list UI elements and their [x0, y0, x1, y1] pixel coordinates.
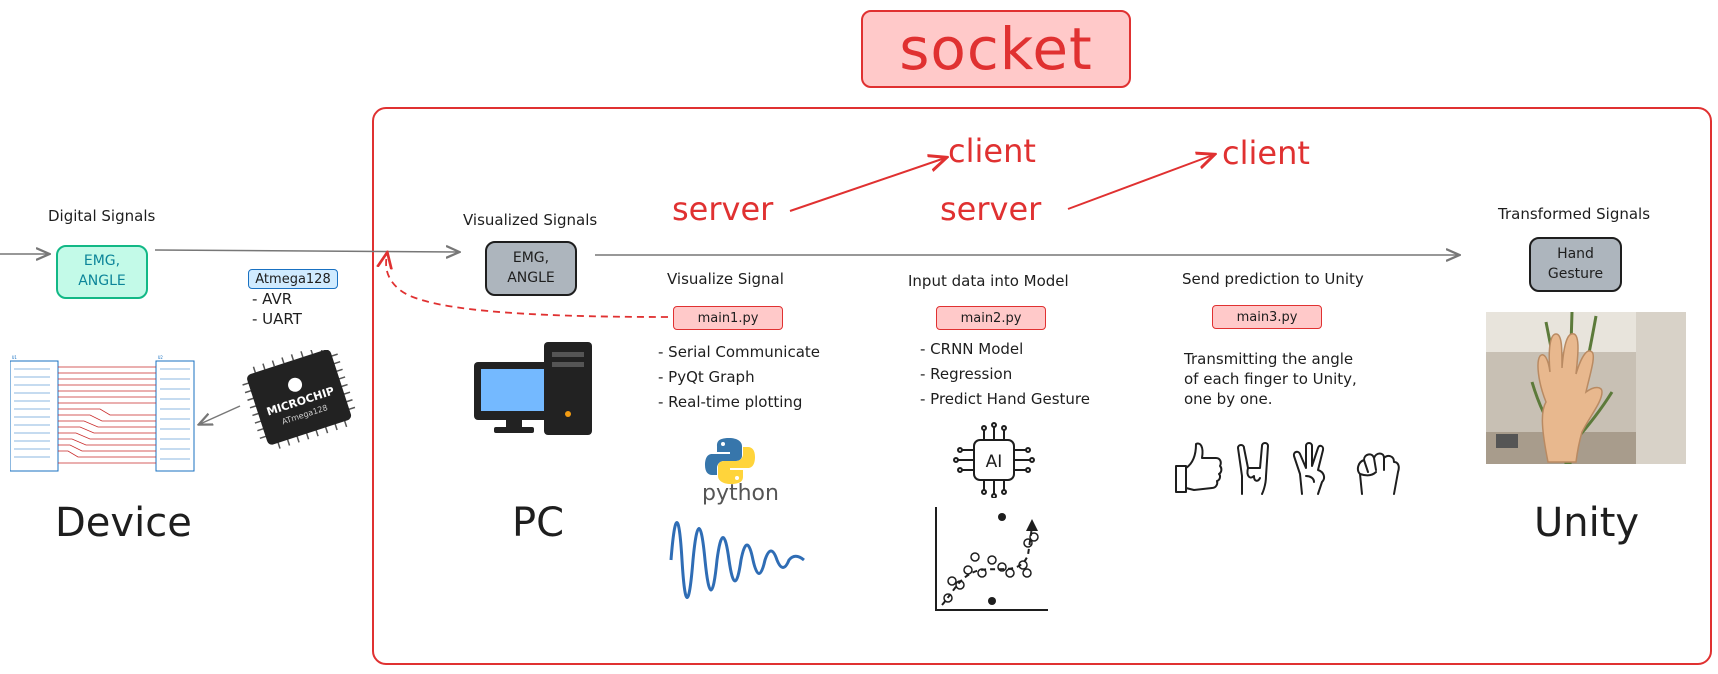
atmega-label: Atmega128 — [248, 269, 338, 289]
schematic-icon: U1 U2 — [10, 355, 195, 472]
main3-heading: Send prediction to Unity — [1182, 270, 1364, 288]
main1-file-tag: main1.py — [673, 306, 783, 330]
socket-box: socket — [861, 10, 1131, 88]
hand-gesture-node: Hand Gesture — [1529, 237, 1622, 292]
unity-title: Unity — [1534, 500, 1640, 546]
socket-label: socket — [899, 15, 1093, 83]
arrow-main1-feedback — [386, 254, 669, 318]
thumbs-up-icon — [1175, 442, 1223, 493]
ai-text: AI — [986, 452, 1003, 472]
python-logo-icon — [705, 438, 755, 484]
main3-description: Transmitting the angle of each finger to… — [1184, 349, 1357, 409]
visualized-signals-heading: Visualized Signals — [463, 211, 598, 229]
digital-signals-heading: Digital Signals — [48, 207, 156, 225]
svg-text:U2: U2 — [158, 355, 163, 360]
ai-chip-icon: AI — [953, 422, 1035, 498]
client-label-2: client — [1222, 134, 1310, 172]
main3-line: Transmitting the angle — [1184, 350, 1354, 368]
computer-icon — [474, 342, 592, 435]
transformed-signals-heading: Transformed Signals — [1498, 205, 1651, 223]
unity-hand-photo — [1486, 312, 1686, 464]
python-logo-text: python — [702, 481, 779, 506]
atmega-bullets: - AVR - UART — [252, 289, 302, 329]
hand-gestures-icon — [1175, 442, 1400, 495]
device-signal-node: EMG, ANGLE — [56, 245, 148, 299]
main3-file-tag: main3.py — [1212, 305, 1322, 329]
server-label-1: server — [672, 190, 774, 228]
main2-heading: Input data into Model — [908, 272, 1069, 290]
main1-bullet: - PyQt Graph — [658, 368, 755, 386]
main1-bullets: - Serial Communicate - PyQt Graph - Real… — [658, 340, 820, 415]
three-finger-icon — [1292, 442, 1326, 495]
main2-file-tag: main2.py — [936, 306, 1046, 330]
fist-icon — [1356, 452, 1400, 495]
main1-heading: Visualize Signal — [667, 270, 784, 288]
main2-bullet: - Regression — [920, 365, 1013, 383]
atmega-bullet: - AVR — [252, 290, 293, 308]
main2-bullet: - Predict Hand Gesture — [920, 390, 1091, 408]
client-label-1: client — [948, 132, 1036, 170]
rock-hand-icon — [1237, 442, 1269, 495]
main3-line: of each finger to Unity, — [1184, 370, 1357, 388]
main3-line: one by one. — [1184, 390, 1273, 408]
arrow-chip-to-schematic — [200, 405, 241, 424]
pc-signal-node: EMG, ANGLE — [485, 241, 577, 296]
main1-bullet: - Serial Communicate — [658, 343, 820, 361]
server-label-2: server — [940, 190, 1042, 228]
pc-title: PC — [512, 500, 565, 546]
main1-bullet: - Real-time plotting — [658, 393, 803, 411]
arrow-server1-client1 — [789, 158, 945, 212]
signal-wave-icon — [669, 521, 805, 599]
arrow-device-to-pc — [154, 250, 458, 252]
regression-plot-icon — [935, 507, 1048, 611]
system-frame — [372, 107, 1712, 665]
microchip-icon: MICROCHIP ATmega128 — [242, 350, 356, 449]
device-title: Device — [55, 500, 192, 546]
main2-bullet: - CRNN Model — [920, 340, 1024, 358]
arrow-server2-client2 — [1067, 155, 1213, 210]
svg-text:U1: U1 — [12, 355, 17, 360]
atmega-bullet: - UART — [252, 310, 302, 328]
main2-bullets: - CRNN Model - Regression - Predict Hand… — [920, 337, 1090, 412]
